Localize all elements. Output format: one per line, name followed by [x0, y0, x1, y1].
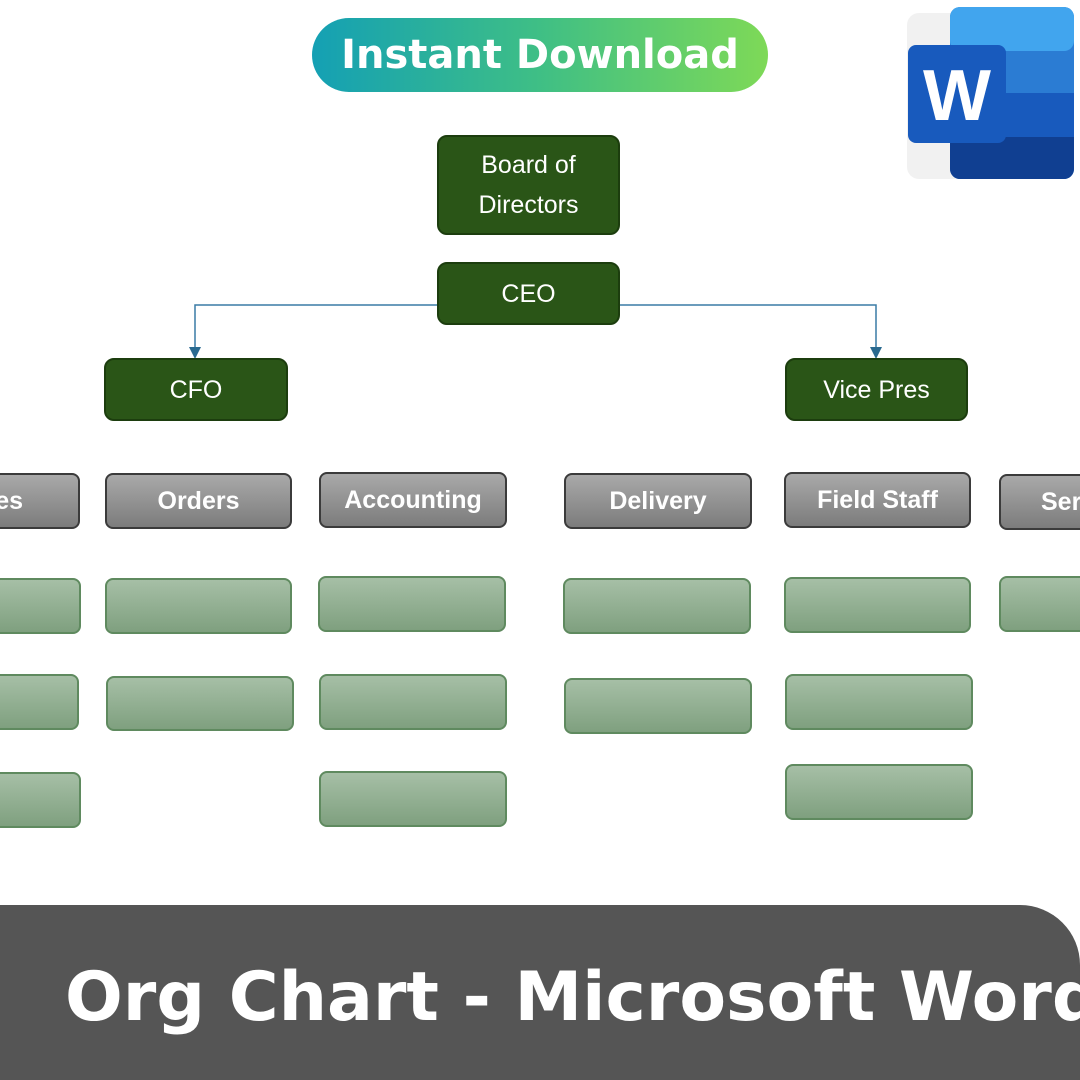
- badge-label: Instant Download: [341, 32, 739, 78]
- cfo-box: CFO: [104, 358, 288, 421]
- position-slot: [564, 678, 752, 734]
- microsoft-word-icon: W: [907, 7, 1074, 179]
- connector-ceo-cfo: [189, 304, 437, 359]
- department-label: Orders: [157, 486, 240, 515]
- connector-ceo-vp: [620, 304, 882, 359]
- department-label: es: [0, 486, 23, 515]
- ceo-box: CEO: [437, 262, 620, 325]
- word-letter: W: [923, 56, 991, 136]
- connectors: [189, 304, 882, 359]
- position-slot: [0, 772, 81, 828]
- board-label: Board of Directors: [478, 151, 579, 219]
- department-label: Ser: [1041, 487, 1080, 516]
- department-box: Ser: [999, 474, 1080, 530]
- footer-title: Org Chart - Microsoft Word: [65, 958, 1080, 1037]
- position-slot: [318, 576, 506, 632]
- position-slot: [784, 577, 971, 633]
- department-label: Accounting: [344, 485, 482, 514]
- department-orders: Orders: [105, 473, 292, 529]
- department-label: Field Staff: [817, 485, 938, 514]
- position-slot: [0, 674, 79, 730]
- footer-banner: [0, 905, 1080, 1080]
- department-label: Delivery: [609, 486, 707, 515]
- position-slot: [319, 771, 507, 827]
- ceo-label: CEO: [501, 279, 556, 308]
- position-slot: [785, 674, 973, 730]
- department-accounting: Accounting: [319, 472, 507, 528]
- board-of-directors-box: Board of Directors: [437, 135, 620, 235]
- position-slot: [105, 578, 292, 634]
- department-delivery: Delivery: [564, 473, 752, 529]
- position-slot: [106, 676, 294, 731]
- department-box: es: [0, 473, 80, 529]
- position-slot: [785, 764, 973, 820]
- vice-pres-box: Vice Pres: [785, 358, 968, 421]
- position-slot: [319, 674, 507, 730]
- position-slot: [0, 578, 81, 634]
- instant-download-badge: Instant Download: [312, 18, 768, 92]
- vp-label: Vice Pres: [823, 375, 930, 404]
- position-slot: [563, 578, 751, 634]
- cfo-label: CFO: [169, 375, 223, 404]
- position-slot: [999, 576, 1080, 632]
- department-field-staff: Field Staff: [784, 472, 971, 528]
